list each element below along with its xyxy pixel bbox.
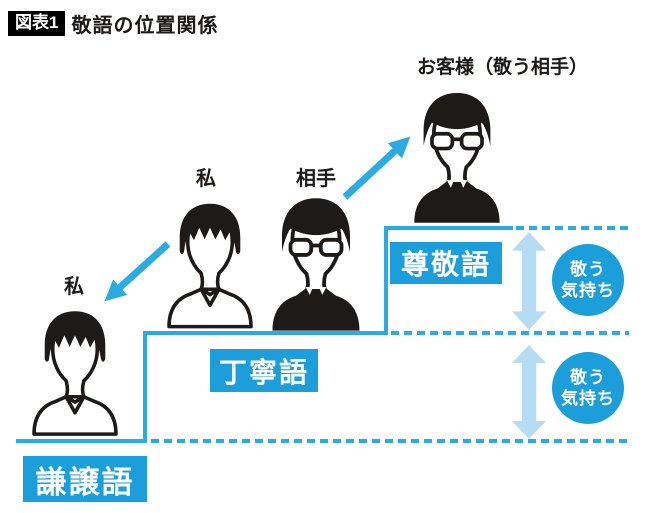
sonkeigo-box: 尊敬語 [390,242,502,284]
person-silhouette-icon [26,298,124,442]
respect-feeling-circle-lower: 敬う 気持ち [552,352,624,424]
figure-title-text: 敬語の位置関係 [71,15,219,37]
respect-feeling-line2: 気持ち [561,281,615,300]
label-partner: 相手 [296,168,336,190]
respect-feeling-line1: 敬う [570,367,606,387]
respect-feeling-line1: 敬う [570,259,606,279]
person-silhouette-icon [161,191,259,334]
step-line-middle-solid [143,331,388,335]
step-line-bottom-solid [16,439,147,443]
step-line-top-solid [384,226,513,230]
label-customer: お客様（敬う相手） [417,57,589,78]
figure-title: 図表1 敬語の位置関係 [8,9,218,38]
teineigo-box: 丁寧語 [210,349,318,392]
label-me-lower: 私 [64,276,84,298]
step-line-top-dashed [516,226,629,230]
step-riser-upper [384,226,388,335]
figure-number-badge: 図表1 [8,11,66,36]
step-riser-lower [143,331,147,443]
vertical-double-arrow-icon [511,345,547,439]
label-me-middle: 私 [196,168,216,190]
respect-feeling-circle-upper: 敬う 気持ち [552,244,624,316]
vertical-double-arrow-icon [511,232,547,330]
respect-feeling-line2: 気持ち [561,389,615,408]
step-line-middle-dashed [391,331,629,335]
person-glasses-suit-icon [264,190,368,335]
step-line-bottom-dashed [151,439,629,443]
kenjougo-box: 謙譲語 [23,456,147,502]
person-glasses-suit-icon [406,84,508,228]
